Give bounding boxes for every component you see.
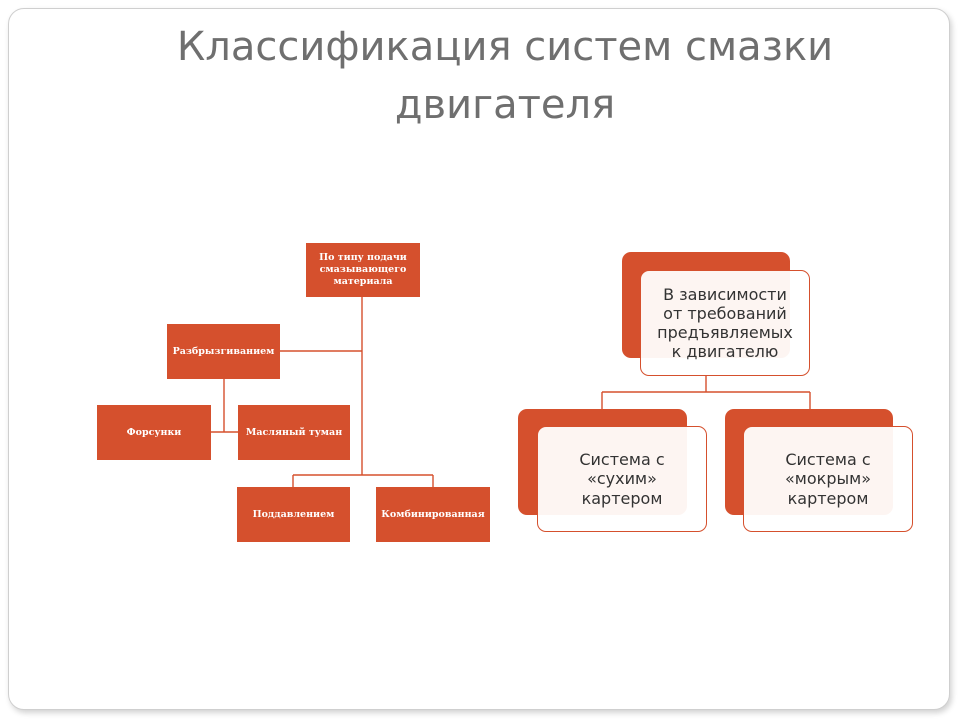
node-pressure: Поддавлением [237,487,350,542]
slide-title-line-2: двигателя [394,82,616,128]
node-oil-mist: Масляный туман [238,405,350,460]
node-supply-type-line-1: По типу подачи [319,252,407,264]
node-dry-sump-line-3: картером [581,488,663,508]
node-oil-mist-label: Масляный туман [245,426,343,438]
node-supply-type-line-2: смазывающего [319,264,407,276]
node-wet-sump: Система с «мокрым» картером [743,426,913,532]
node-supply-type: По типу подачи смазывающего материала [306,243,420,297]
node-nozzles: Форсунки [97,405,211,460]
slide-title-line-1: Классификация систем смазки [176,24,834,70]
node-combined-label: Комбинированная [381,508,485,520]
node-wet-sump-line-1: Система с [785,450,871,470]
node-requirements-line-3: предъявляемых [657,323,793,342]
node-dry-sump-line-1: Система с [579,450,665,470]
node-combined: Комбинированная [376,487,490,542]
node-dry-sump-line-2: «сухим» [587,469,657,489]
node-splash: Разбрызгиванием [167,324,280,379]
slide-title: Классификация систем смазки двигателя [120,18,890,134]
node-requirements-line-4: к двигателю [671,342,779,362]
node-nozzles-label: Форсунки [126,426,182,438]
node-requirements-line-1: В зависимости [663,284,787,304]
node-requirements: В зависимости от требований предъявляемы… [640,270,810,376]
node-dry-sump: Система с «сухим» картером [537,426,707,532]
node-wet-sump-line-2: «мокрым» [785,469,871,489]
node-requirements-line-2: от требований [663,303,787,323]
node-wet-sump-line-3: картером [787,488,869,508]
node-splash-label: Разбрызгиванием [172,345,275,357]
node-supply-type-line-3: материала [333,275,393,287]
node-pressure-label: Поддавлением [252,508,335,520]
